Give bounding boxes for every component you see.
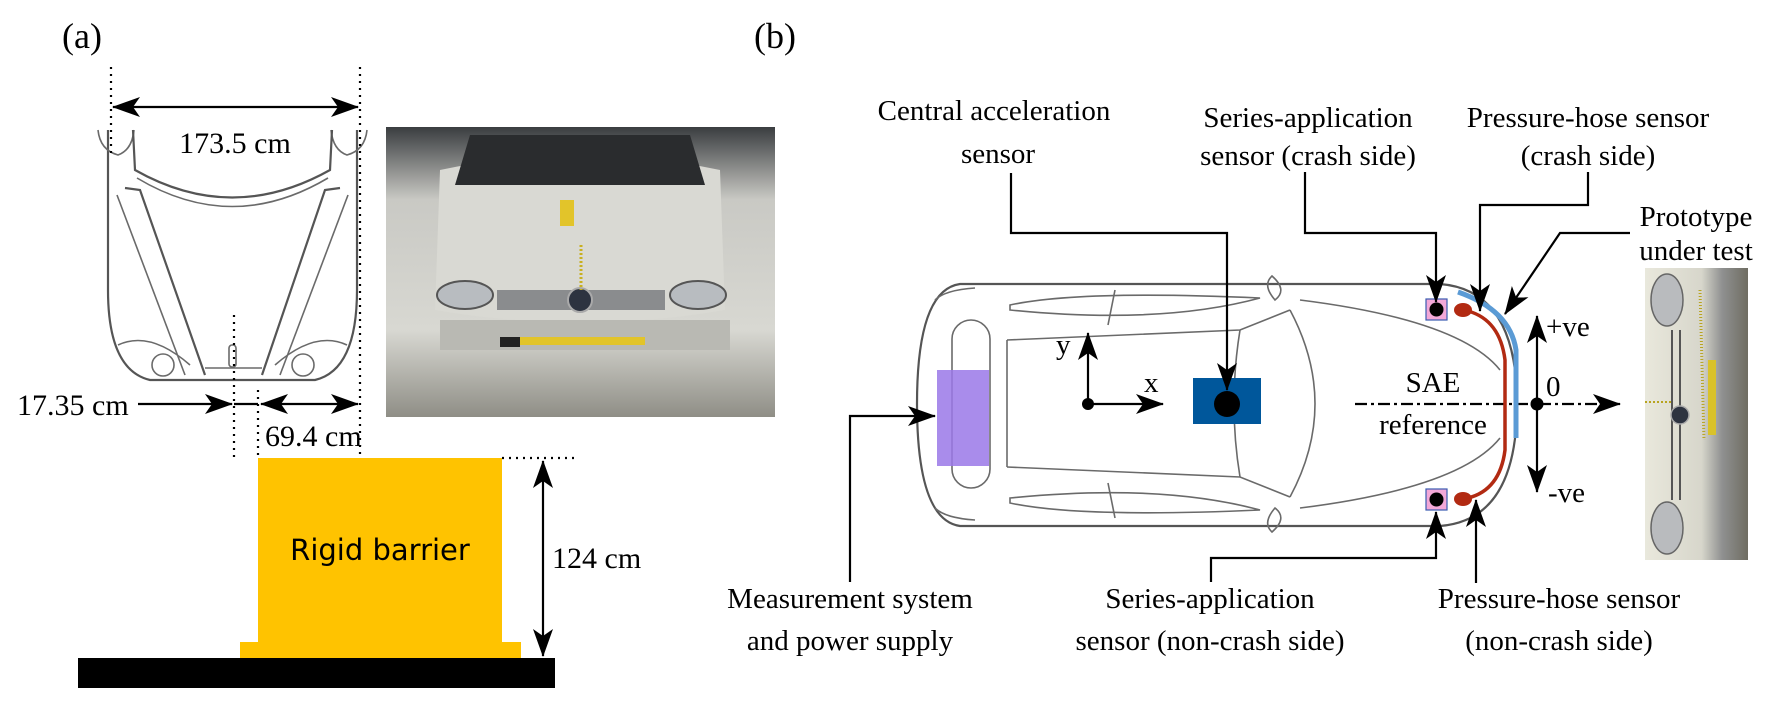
hose-noncrash-label-line2: (non-crash side) — [1465, 625, 1653, 657]
measurement-system-box — [937, 370, 989, 466]
sae-label: SAE — [1406, 367, 1461, 399]
ground — [78, 658, 555, 688]
zero-label: 0 — [1546, 371, 1561, 403]
reference-label: reference — [1379, 409, 1487, 441]
vehicle-photo-front — [386, 127, 775, 417]
barrier-base — [240, 642, 521, 658]
series-noncrash-label-line2: sensor (non-crash side) — [1076, 625, 1345, 657]
negative-label: -ve — [1548, 477, 1585, 509]
series-sensor-crash-dot — [1429, 302, 1444, 317]
x-axis-label: x — [1144, 367, 1159, 399]
width-dim-label: 173.5 cm — [179, 127, 291, 160]
hose-noncrash-label-line1: Pressure-hose sensor — [1438, 583, 1681, 615]
barrier-label: Rigid barrier — [290, 533, 470, 567]
hose-crash-label-line2: (crash side) — [1521, 140, 1655, 172]
prototype-bumper — [1457, 289, 1519, 438]
prototype-leader — [1504, 231, 1630, 315]
series-crash-label-line2: sensor (crash side) — [1200, 140, 1416, 172]
series-crash-leader — [1303, 172, 1446, 303]
series-noncrash-leader — [1209, 511, 1446, 582]
barrier-height-label: 124 cm — [552, 542, 641, 575]
measurement-leader — [848, 406, 936, 582]
central-sensor-dot — [1214, 391, 1240, 417]
prototype-label-line2: under test — [1639, 235, 1753, 267]
barrier-width-label: 69.4 cm — [265, 420, 362, 453]
y-axis-label: y — [1056, 329, 1071, 361]
series-sensor-non-crash-dot — [1429, 492, 1444, 507]
measurement-label-line1: Measurement system — [727, 583, 973, 615]
panel-a: (a) 173.5 cm 17.35 cm — [17, 16, 775, 688]
hose-crash-leader — [1470, 172, 1590, 312]
panel-b-label: (b) — [754, 16, 796, 56]
hose-sensor-non-crash-side — [1454, 492, 1472, 506]
offset-dim-label: 17.35 cm — [17, 389, 129, 422]
measurement-label-line2: and power supply — [747, 625, 954, 657]
car-front-outline — [97, 129, 368, 382]
hose-sensor-crash-side — [1454, 303, 1472, 317]
panel-b: (b) y x — [727, 16, 1753, 657]
scale-zero-dot — [1530, 397, 1544, 411]
rigid-barrier — [258, 458, 502, 642]
central-sensor-leader — [1009, 173, 1237, 391]
positive-label: +ve — [1546, 311, 1590, 343]
pressure-hose — [1467, 309, 1507, 500]
central-sensor-label-line2: sensor — [961, 138, 1035, 170]
hose-crash-label-line1: Pressure-hose sensor — [1467, 102, 1710, 134]
series-crash-label-line1: Series-application — [1203, 102, 1413, 134]
series-noncrash-label-line1: Series-application — [1105, 583, 1315, 615]
prototype-label-line1: Prototype — [1640, 201, 1753, 233]
vehicle-photo-bumper — [1645, 268, 1748, 560]
panel-a-label: (a) — [62, 16, 102, 56]
central-sensor-label-line1: Central acceleration — [878, 95, 1111, 127]
